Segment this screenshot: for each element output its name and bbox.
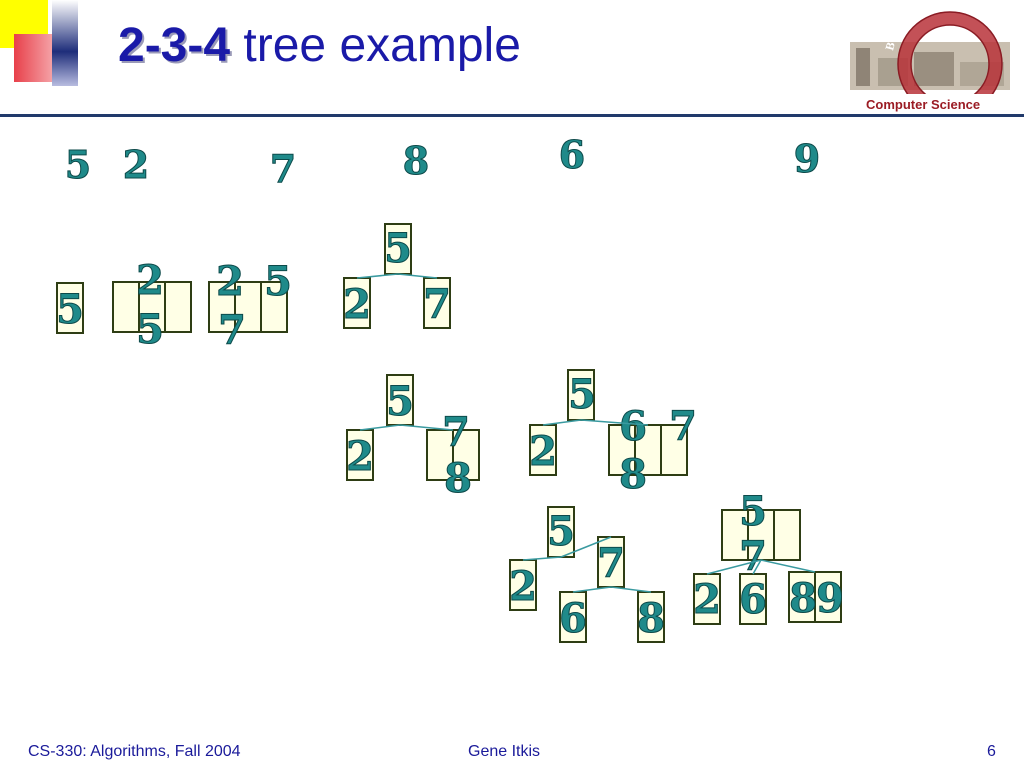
- tree-edge: [399, 424, 454, 431]
- footer-page: 6: [987, 743, 996, 760]
- title-rule: [0, 114, 1024, 117]
- node-key: 9: [816, 575, 844, 622]
- tree-3-root: [208, 281, 288, 333]
- tree-5-child: [346, 429, 374, 481]
- node-key: 2: [529, 428, 557, 475]
- tree-4-root: [384, 223, 412, 275]
- node-key: 8: [789, 575, 817, 622]
- tree-2-root: [112, 281, 192, 333]
- insert-key: 7: [270, 146, 296, 191]
- slide-title-bold: 2-3-4: [118, 19, 231, 72]
- tree-8-root: [721, 509, 801, 561]
- node-key: 2: [509, 563, 537, 610]
- tree-edge: [572, 586, 612, 593]
- insert-key: 5: [65, 142, 91, 187]
- node-key: 2: [343, 281, 371, 328]
- node-key: 5: [136, 306, 164, 353]
- node-key: 5: [386, 378, 414, 425]
- node-key: 7: [597, 540, 625, 587]
- tree-edge: [610, 586, 652, 593]
- node-key: 2: [136, 257, 164, 304]
- tree-6-child: [608, 424, 688, 476]
- tree-7-child: [597, 536, 625, 588]
- node-key: 5: [56, 286, 84, 333]
- node-key: 6: [559, 595, 587, 642]
- tree-6-root: [567, 369, 595, 421]
- department-label: Computer Science: [866, 97, 981, 112]
- tree-7-root: [547, 506, 575, 558]
- tree-8-child: [693, 573, 721, 625]
- node-key: 7: [669, 403, 697, 450]
- decor-blue-bar: [52, 0, 78, 86]
- insert-key: 8: [403, 138, 429, 183]
- tree-edge: [560, 536, 612, 558]
- tree-edge: [752, 559, 762, 575]
- node-key: 2: [346, 433, 374, 480]
- slide-title-rest: tree example: [243, 19, 521, 72]
- tree-edge: [706, 559, 762, 575]
- tree-edge: [760, 559, 816, 573]
- insert-key: 9: [794, 136, 820, 181]
- tree-edge: [542, 419, 582, 426]
- tree-edge: [359, 424, 401, 431]
- node-key: 8: [444, 455, 472, 502]
- tree-edge: [580, 419, 649, 426]
- tree-4-child: [423, 277, 451, 329]
- node-key: 5: [384, 225, 412, 272]
- node-key: 2: [693, 576, 721, 623]
- node-key: 5: [264, 258, 292, 305]
- tree-4-child: [343, 277, 371, 329]
- tree-edge: [397, 273, 438, 279]
- slide-title: 2-3-4 tree example: [118, 18, 521, 73]
- tree-edge: [356, 273, 399, 279]
- node-key: 5: [739, 488, 767, 535]
- node-key: 7: [218, 307, 246, 354]
- node-key: 6: [739, 576, 767, 623]
- tree-7-child: [509, 559, 537, 611]
- tree-1-root: [56, 282, 84, 334]
- node-key: 6: [619, 403, 647, 450]
- footer-author: Gene Itkis: [468, 743, 541, 760]
- node-key: 5: [547, 508, 575, 555]
- tree-edge: [522, 556, 562, 561]
- insert-key: 6: [559, 132, 585, 177]
- boston-university-logo: BOSTON UNIVERSITY: [850, 2, 1011, 94]
- node-key: 5: [568, 371, 596, 418]
- footer-course: CS-330: Algorithms, Fall 2004: [28, 743, 241, 760]
- node-key: 8: [637, 595, 665, 642]
- insert-key: 2: [123, 142, 149, 187]
- node-key: 2: [216, 258, 244, 305]
- node-key: 8: [619, 451, 647, 498]
- node-key: 7: [442, 409, 470, 456]
- node-key: 7: [423, 281, 451, 328]
- tree-5-root: [386, 374, 414, 426]
- tree-7-grandchild: [637, 591, 665, 643]
- decor-red-square: [14, 34, 58, 82]
